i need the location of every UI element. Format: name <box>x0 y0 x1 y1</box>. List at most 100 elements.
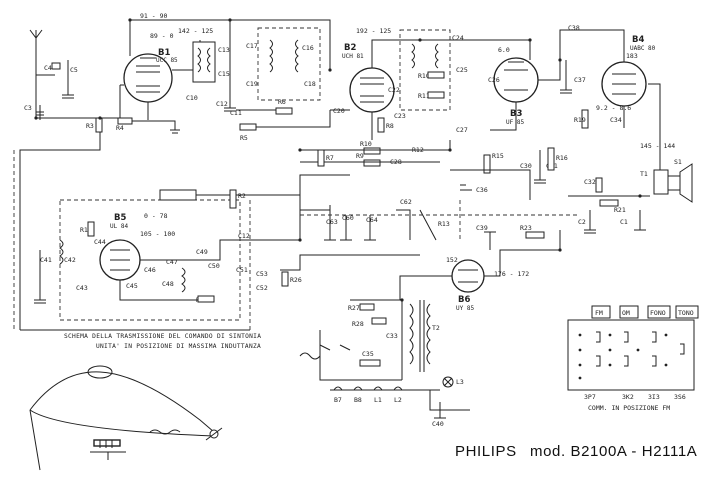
label-c15: C15 <box>218 70 230 78</box>
brand-title: PHILIPS <box>455 443 517 460</box>
label-c46: C46 <box>144 266 156 274</box>
label-c40: C40 <box>432 420 444 428</box>
capacitor-c4 <box>51 62 61 70</box>
mains-switch-icon[interactable] <box>319 344 351 351</box>
label-c30: C30 <box>520 162 532 170</box>
label-c11: C11 <box>230 109 242 117</box>
label-c42: C42 <box>64 256 76 264</box>
label-c12-fm: C12 <box>238 232 250 240</box>
voltage-b1-grid: 0 - 78 <box>144 212 168 220</box>
mains-plug-icon <box>299 352 321 360</box>
boundary-dashes <box>13 150 580 330</box>
label-r5: R5 <box>240 134 248 142</box>
label-c18: C18 <box>304 80 316 88</box>
label-r3: R3 <box>86 122 94 130</box>
label-r13: R13 <box>438 220 450 228</box>
switch-om[interactable] <box>619 305 639 319</box>
tube-b1: B5 UL 84 0 - 78 105 - 100 R1 C44 C41 C42… <box>34 189 268 321</box>
label-r8: R8 <box>386 122 394 130</box>
label-r12: R12 <box>412 146 424 154</box>
label-c35: C35 <box>362 350 374 358</box>
tube-b1-ref: B5 <box>114 213 126 223</box>
label-r9: R9 <box>356 152 364 160</box>
label-c38: C38 <box>568 24 580 32</box>
label-r4: R4 <box>116 124 124 132</box>
label-l3: L3 <box>456 378 464 386</box>
label-r16: R16 <box>556 154 568 162</box>
antenna-icon <box>29 29 43 39</box>
switch-label-fm: FM <box>595 309 603 317</box>
label-r10-lower: R10 <box>360 140 372 148</box>
label-c23: C23 <box>394 112 406 120</box>
tube-b3: B2 UCH 81 192 - 125 C20 R8 C22 C23 <box>330 27 420 140</box>
switch-fm[interactable] <box>591 305 611 319</box>
switch-tono[interactable] <box>675 305 699 319</box>
label-c27: C27 <box>456 126 468 134</box>
if-transformer-1: C13 C15 C12 C10 <box>186 20 236 112</box>
label-c63: C63 <box>326 218 338 226</box>
switch-code-4: 3S6 <box>674 393 686 401</box>
tube-b6-ref: B6 <box>458 295 470 305</box>
voltage-b5-supply: 145 - 144 <box>640 142 675 150</box>
tube-b2-type: UCC 85 <box>156 57 178 64</box>
switch-caption: COMM. IN POSIZIONE FM <box>588 404 670 412</box>
switch-code-3: 3I3 <box>648 393 660 401</box>
switch-label-tono: TONO <box>678 309 694 317</box>
label-c62: C62 <box>400 198 412 206</box>
label-r19: R19 <box>574 116 586 124</box>
tension-spring <box>149 429 181 435</box>
label-c5: C5 <box>70 66 78 74</box>
label-c51: C51 <box>236 266 248 274</box>
antenna-section: C4 C5 C3 <box>19 29 250 331</box>
tube-b5-type: UABC 80 <box>630 45 656 52</box>
tuning-note-line1: SCHEMA DELLA TRASMISSIONE DEL COMANDO DI… <box>64 333 261 340</box>
tube-b4: B3 UF 85 6.0 C26 <box>488 46 561 131</box>
label-c53: C53 <box>256 270 268 278</box>
label-c25: C25 <box>456 66 468 74</box>
label-c37: C37 <box>574 76 586 84</box>
label-c44: C44 <box>94 238 106 246</box>
label-c39: C39 <box>476 224 488 232</box>
label-b8: B8 <box>354 396 362 404</box>
switch-fono[interactable] <box>647 305 671 319</box>
label-c28: C28 <box>390 158 402 166</box>
label-c13: C13 <box>218 46 230 54</box>
label-c4: C4 <box>44 64 52 72</box>
switch-label-om: OM <box>622 309 630 317</box>
label-t2: T2 <box>432 324 440 332</box>
label-c26: C26 <box>488 76 500 84</box>
label-c64: C64 <box>366 216 378 224</box>
label-r15: R15 <box>492 152 504 160</box>
tube-b6-type: UY 85 <box>456 305 474 312</box>
label-r10: R10 <box>418 72 430 80</box>
output-stage: S1 T1 C32 R21 C2 C1 <box>568 83 693 234</box>
label-r23: R23 <box>520 224 532 232</box>
label-r21: R21 <box>614 206 626 214</box>
label-c43: C43 <box>76 284 88 292</box>
label-c20: C20 <box>333 107 345 115</box>
voltage-b5-anode: 183 <box>626 52 638 60</box>
label-r7: R7 <box>326 154 334 162</box>
tube-b3-ref: B2 <box>344 43 356 53</box>
switch-panel: FM OM FONO TONO 3P7 3K2 3I3 3S6 COMM. IN… <box>567 305 699 412</box>
label-c16: C16 <box>302 44 314 52</box>
label-c2: C2 <box>578 218 586 226</box>
label-t1: T1 <box>640 170 648 178</box>
label-c33: C33 <box>386 332 398 340</box>
fm-link-wires: R2 R26 C63 C60 C64 C62 R13 <box>196 174 450 287</box>
label-c50: C50 <box>208 262 220 270</box>
switch-code-1: 3P7 <box>584 393 596 401</box>
label-c32: C32 <box>584 178 596 186</box>
tuning-coil <box>93 439 121 447</box>
speaker-icon <box>679 163 693 203</box>
label-r2: R2 <box>238 192 246 200</box>
mains-transformer: T2 R27 R28 C33 C35 <box>299 299 440 381</box>
detector-network: R10 R9 R12 C28 R7 C27 R15 C30 C31 R16 C3… <box>300 126 568 200</box>
label-c3: C3 <box>24 104 32 112</box>
voltage-b1-anode: 105 - 100 <box>140 230 175 238</box>
label-c24: C24 <box>452 34 464 42</box>
switch-contacts <box>578 331 685 380</box>
tube-b2-ref: B1 <box>158 48 170 58</box>
voltage-b4-anode: 6.0 <box>498 46 510 54</box>
